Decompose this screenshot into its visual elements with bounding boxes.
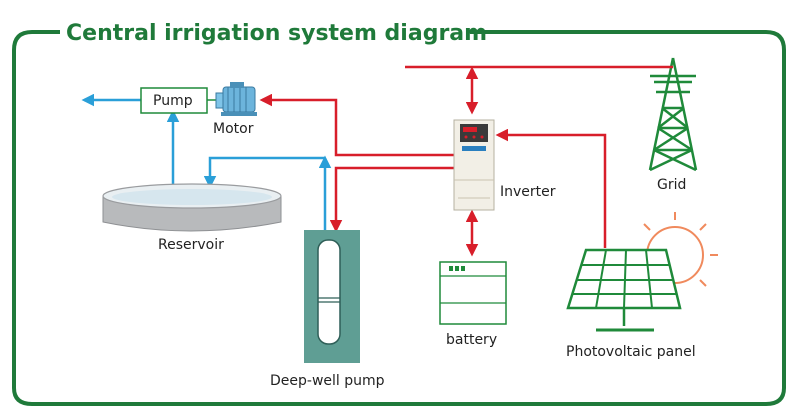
inverter-label: Inverter	[500, 184, 556, 200]
diagram-title: Central irrigation system diagram	[66, 21, 487, 46]
pump-box	[140, 87, 208, 114]
reservoir-icon	[102, 183, 282, 232]
battery-icon	[439, 261, 507, 325]
reservoir-label: Reservoir	[158, 237, 224, 253]
photovoltaic-panel-label: Photovoltaic panel	[566, 344, 696, 360]
inverter-icon	[453, 119, 495, 211]
power-lines	[259, 65, 673, 257]
motor-label: Motor	[213, 121, 254, 137]
deep-well-icon	[304, 230, 360, 363]
deep-well-pump-label: Deep-well pump	[270, 373, 385, 389]
solar-panel-icon	[566, 248, 682, 332]
grid-tower-icon	[648, 57, 698, 172]
motor-icon	[215, 82, 257, 116]
water-lines	[81, 93, 332, 230]
battery-label: battery	[446, 332, 497, 348]
grid-label: Grid	[657, 177, 686, 193]
pump-label: Pump	[153, 93, 193, 109]
frame-border	[12, 30, 786, 406]
